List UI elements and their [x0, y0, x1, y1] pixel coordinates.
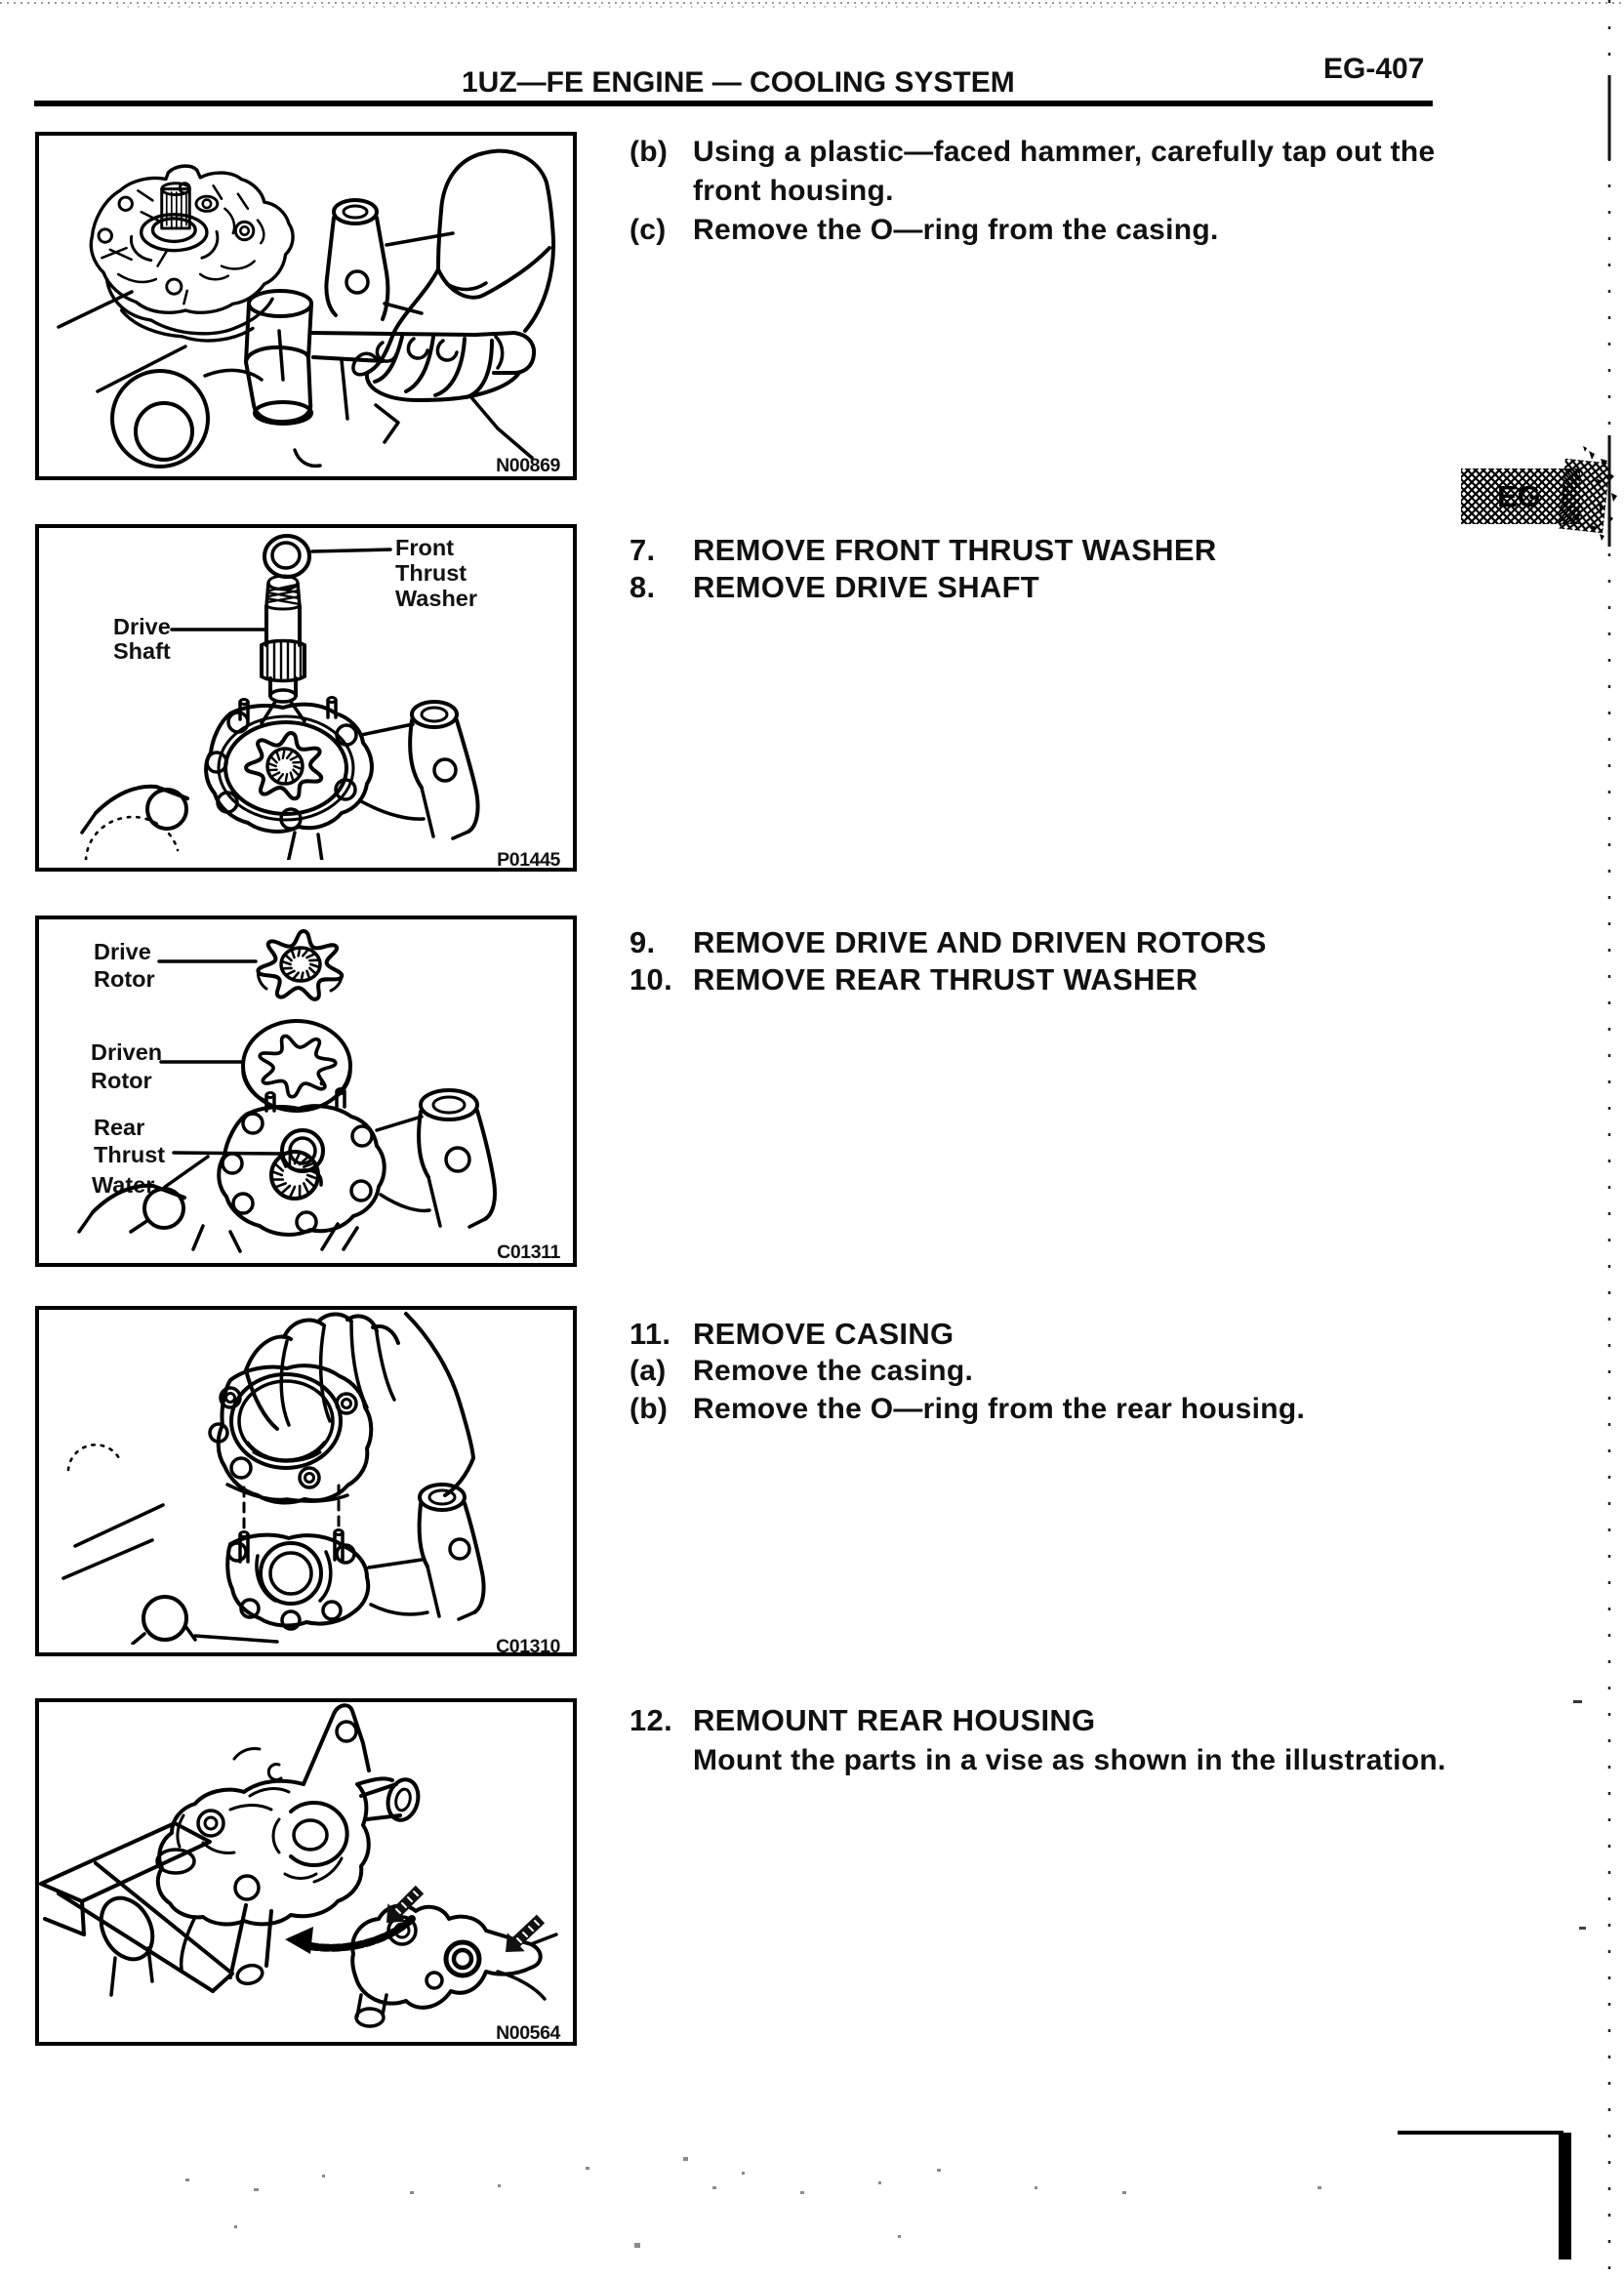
- svg-text:Rear: Rear: [94, 1115, 144, 1140]
- svg-text:Driven: Driven: [91, 1039, 162, 1065]
- svg-text:Rotor: Rotor: [91, 1068, 152, 1093]
- svg-text:Drive: Drive: [113, 614, 171, 639]
- svg-text:Rotor: Rotor: [94, 966, 155, 992]
- svg-text:Washer: Washer: [395, 586, 477, 611]
- svg-text:EG: EG: [1497, 479, 1541, 513]
- svg-text:Thrust: Thrust: [395, 560, 467, 586]
- svg-text:Front: Front: [395, 535, 454, 560]
- svg-text:Thrust: Thrust: [94, 1142, 165, 1167]
- svg-text:Shaft: Shaft: [113, 638, 171, 664]
- svg-text:Drive: Drive: [94, 939, 151, 964]
